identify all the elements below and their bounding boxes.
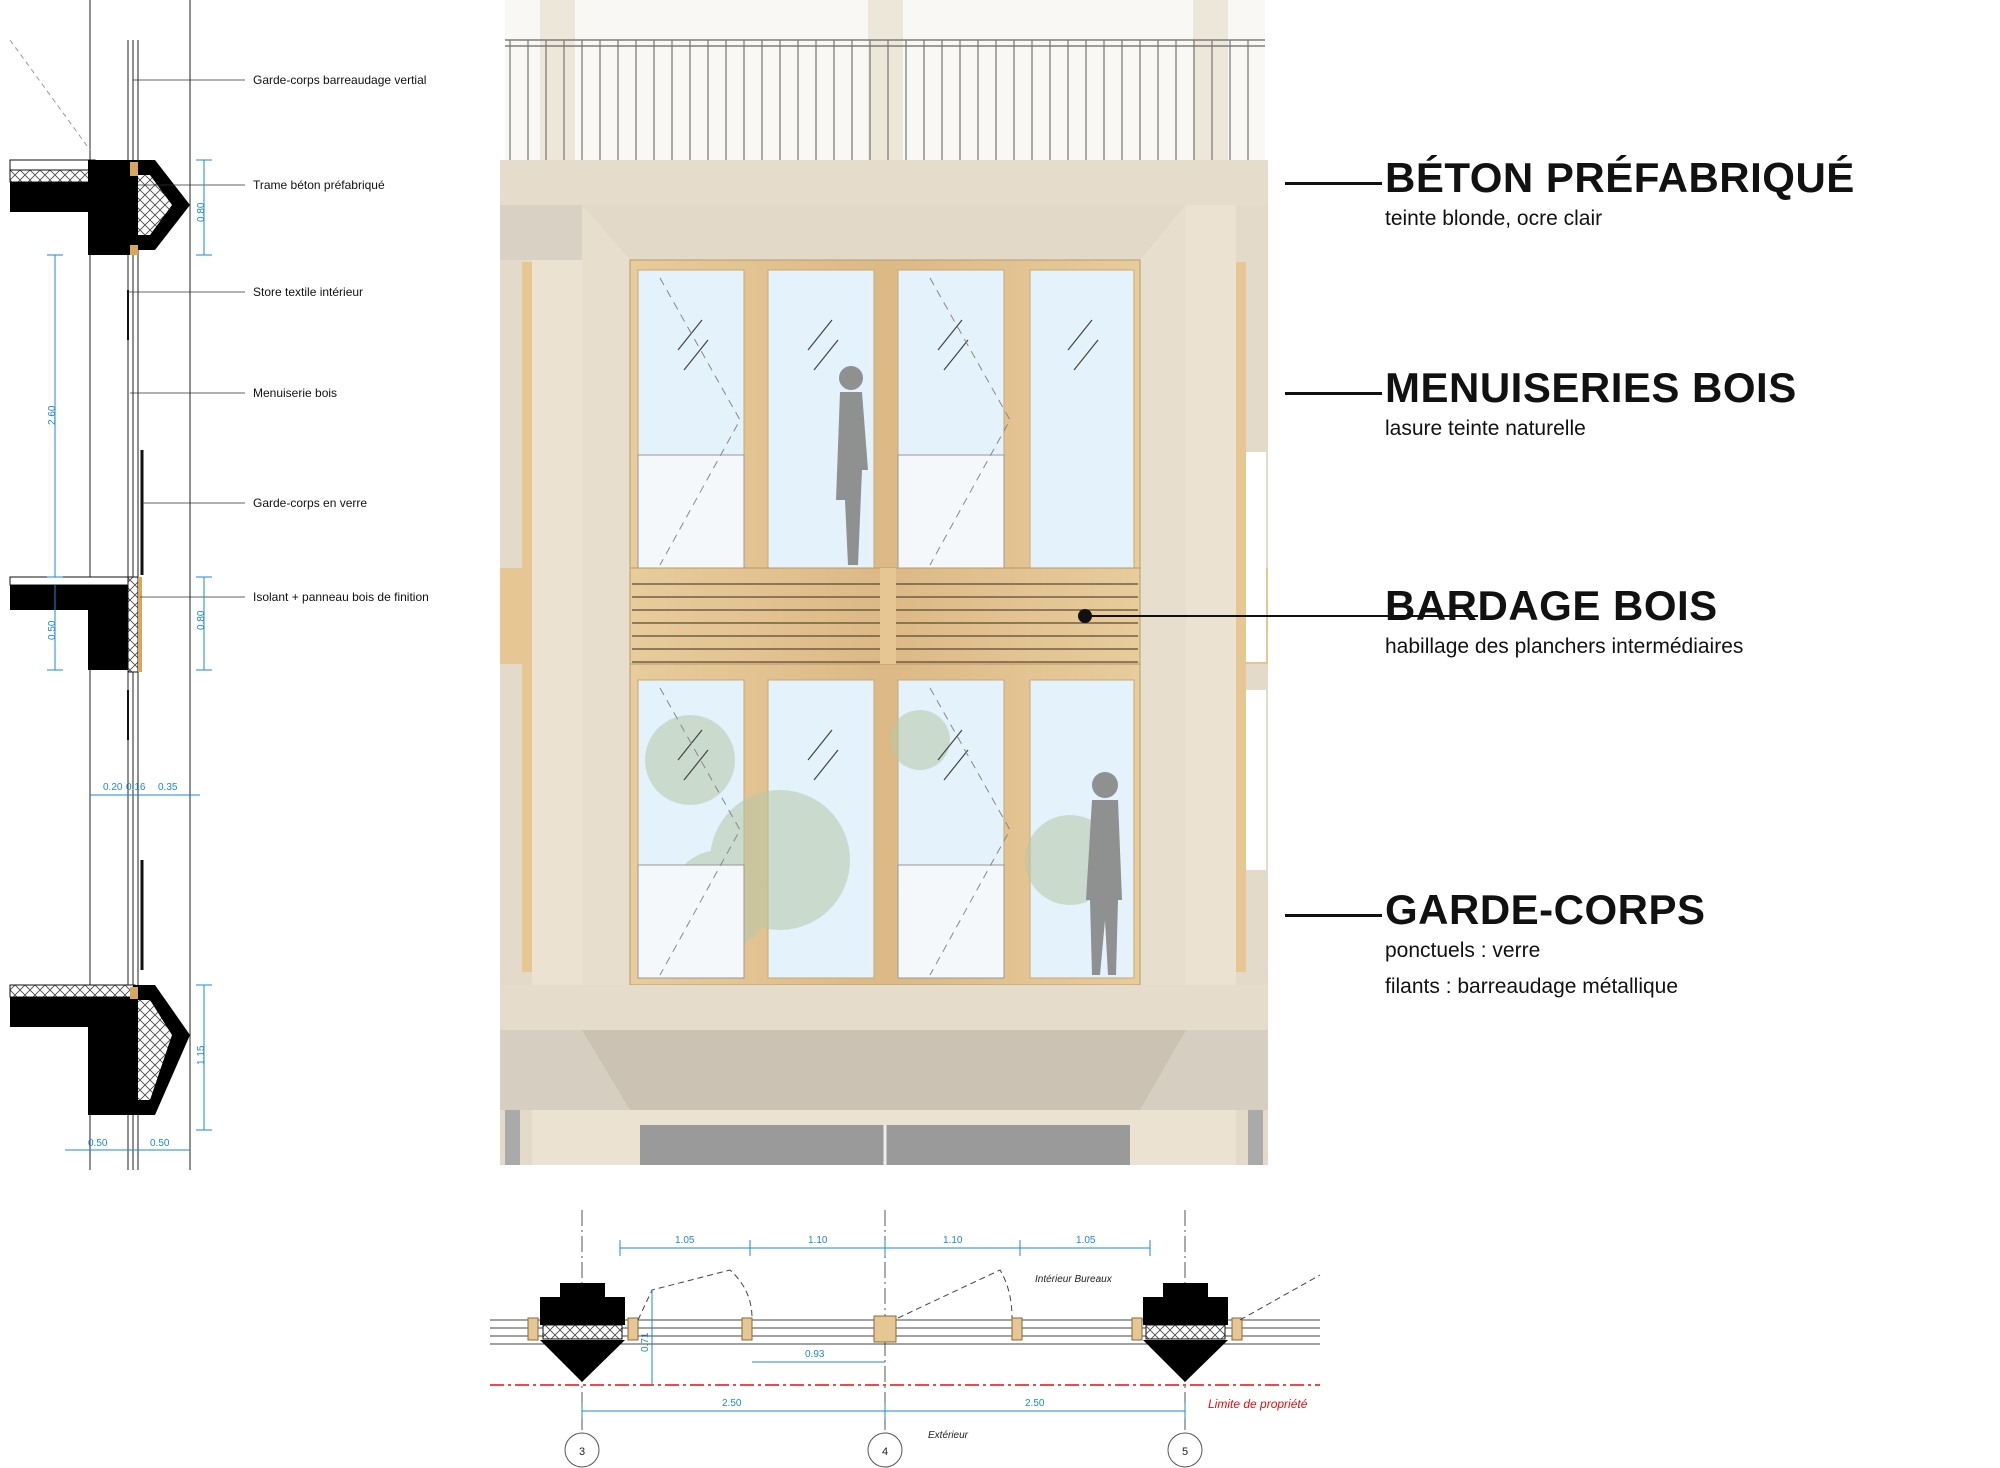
legend-description: filants : barreaudage métallique [1385, 975, 1679, 998]
plan-dim-4: 1.05 [1076, 1235, 1096, 1246]
glass-reflection [677, 319, 703, 351]
glass-reflection [683, 749, 709, 781]
legend-leader-line [1285, 392, 1382, 395]
glass-reflection [807, 319, 833, 351]
glass-reflection [677, 729, 703, 761]
dim-b2: 0.50 [150, 1138, 170, 1149]
facade-elevation [500, 0, 1268, 1165]
label-isolant: Isolant + panneau bois de finition [253, 590, 429, 604]
dim-mid-left: 0.50 [47, 620, 58, 640]
axis-marker-4 [867, 1432, 903, 1468]
exterior-label: Extérieur [928, 1430, 969, 1441]
label-trame-beton: Trame béton préfabriqué [253, 178, 385, 192]
axis-marker-5 [1167, 1432, 1203, 1468]
legend-title: MENUISERIES BOIS [1385, 364, 1797, 411]
legend-title: BÉTON PRÉFABRIQUÉ [1385, 154, 1855, 201]
interior-label: Intérieur Bureaux [1035, 1274, 1113, 1285]
glass-reflection [937, 729, 963, 761]
plan-dim-bay-2: 2.50 [1025, 1398, 1045, 1409]
glass-reflection [683, 339, 709, 371]
glass-reflection [943, 339, 969, 371]
legend-description: lasure teinte naturelle [1385, 417, 1586, 440]
legend-leader-line [1285, 182, 1382, 185]
plan-dim-opening: 0.93 [805, 1349, 825, 1360]
label-store-textile: Store textile intérieur [253, 285, 363, 299]
legend-item-menuiseries: MENUISERIES BOIS lasure teinte naturelle [1285, 364, 1985, 447]
property-limit-label: Limite de propriété [1208, 1397, 1308, 1411]
legend-description: ponctuels : verre [1385, 939, 1541, 962]
floor-plan: 3 4 5 [490, 1210, 1321, 1468]
plan-dim-depth: 0.71 [640, 1332, 651, 1352]
glass-reflection [937, 319, 963, 351]
glass-reflection [1067, 319, 1093, 351]
legend-description: habillage des planchers intermédiaires [1385, 635, 1744, 658]
legend-leader-line [1285, 914, 1382, 917]
axis-label-4: 4 [882, 1446, 888, 1458]
glass-reflection [813, 749, 839, 781]
glass-reflection [807, 729, 833, 761]
legend-description: teinte blonde, ocre clair [1385, 207, 1603, 230]
dim-b1: 0.50 [88, 1138, 108, 1149]
dim-bottom-right: 1.15 [196, 1045, 207, 1065]
axis-label-5: 5 [1182, 1446, 1188, 1458]
label-menuiserie-bois: Menuiserie bois [253, 386, 337, 400]
legend-item-beton: BÉTON PRÉFABRIQUÉ teinte blonde, ocre cl… [1285, 154, 1985, 237]
label-garde-corps-barreaudage: Garde-corps barreaudage vertial [253, 73, 426, 87]
label-garde-corps-verre: Garde-corps en verre [253, 496, 367, 510]
axis-label-3: 3 [579, 1446, 585, 1458]
legend-item-bardage: BARDAGE BOIS habillage des planchers int… [1385, 583, 1985, 665]
wall-section: Garde-corps barreaudage vertial Trame bé… [9, 0, 429, 1170]
glass-reflection [943, 749, 969, 781]
dim-top-right: 0.80 [196, 202, 207, 222]
dim-mid-right: 0.80 [196, 610, 207, 630]
axis-marker-3 [564, 1432, 600, 1468]
dim-h2: 0.16 [126, 782, 146, 793]
legend-title: BARDAGE BOIS [1385, 582, 1718, 629]
dim-h3: 0.35 [158, 782, 178, 793]
plan-dim-bay-1: 2.50 [722, 1398, 742, 1409]
glass-reflection [1073, 339, 1099, 371]
plan-dim-1: 1.05 [675, 1235, 695, 1246]
legend-item-garde-corps: GARDE-CORPS ponctuels : verre filants : … [1285, 886, 1985, 1005]
dim-h1: 0.20 [103, 782, 123, 793]
glass-reflection [813, 339, 839, 371]
plan-dim-2: 1.10 [808, 1235, 828, 1246]
dim-height: 2.60 [47, 405, 58, 425]
plan-dim-3: 1.10 [943, 1235, 963, 1246]
legend-title: GARDE-CORPS [1385, 886, 1706, 933]
